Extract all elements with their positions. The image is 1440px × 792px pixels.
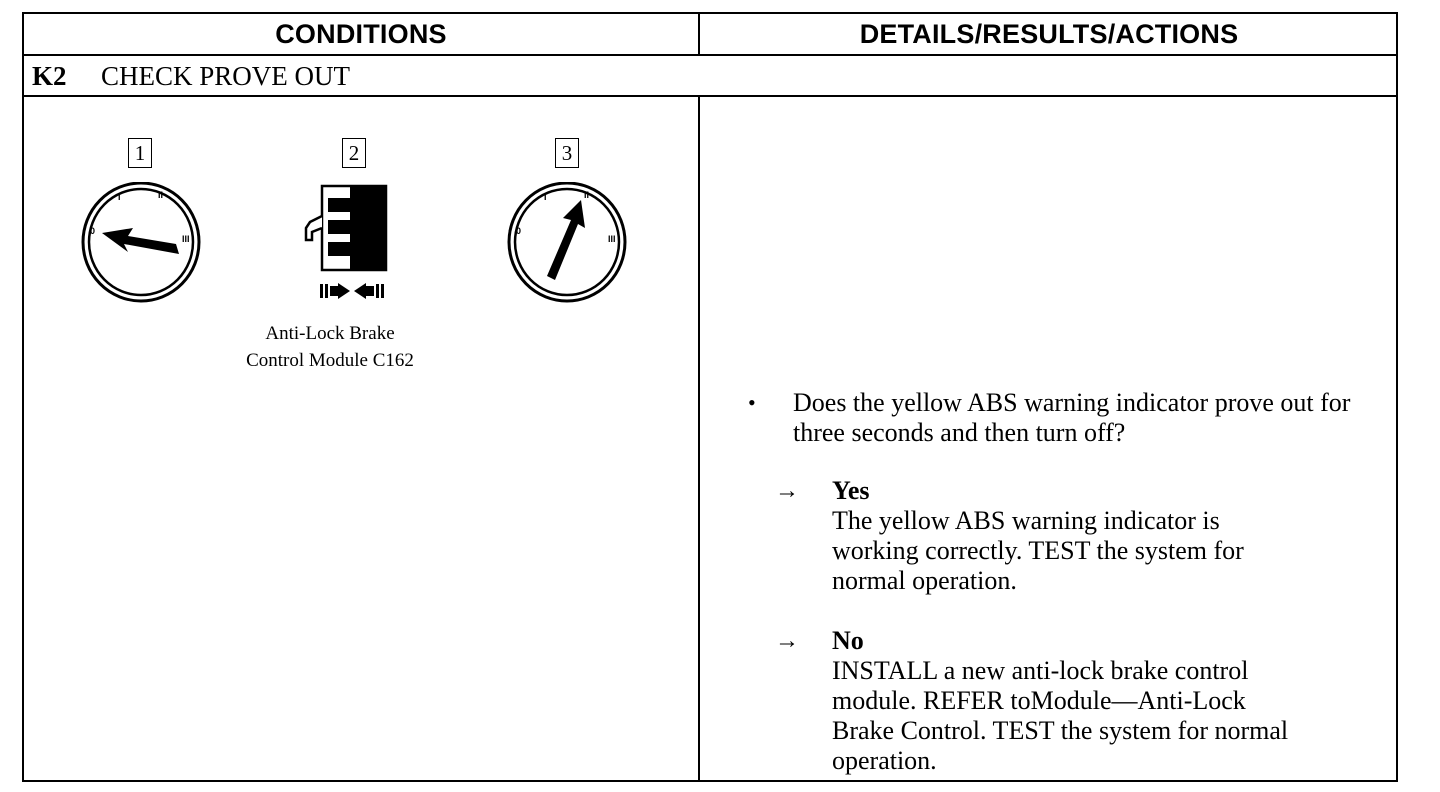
key-pointer-run: [547, 200, 585, 280]
caption-line-2: Control Module C162: [246, 350, 414, 371]
answer-yes-line-3: normal operation.: [832, 566, 1017, 595]
diagnostic-table: CONDITIONS DETAILS/RESULTS/ACTIONS K2 CH…: [22, 12, 1398, 782]
ignition-mark-0: 0: [516, 226, 521, 236]
figure-number-3: 3: [555, 138, 579, 168]
arrow-no-icon: →: [775, 628, 799, 654]
table-header-row: CONDITIONS DETAILS/RESULTS/ACTIONS: [24, 14, 1396, 56]
answer-yes-line-1: The yellow ABS warning indicator is: [832, 506, 1220, 535]
ignition-switch-run-icon: 0 I II III: [507, 182, 627, 303]
step-id: K2: [32, 61, 67, 91]
connector-connect-icon: [304, 184, 388, 299]
step-title: CHECK PROVE OUT: [101, 61, 351, 91]
answer-yes-line-2: working correctly. TEST the system for: [832, 536, 1244, 565]
arrow-yes-icon: →: [775, 478, 799, 504]
figure-caption: Anti-Lock Brake Control Module C162: [220, 320, 440, 374]
answer-no-label: No: [832, 626, 864, 655]
ignition-mark-2: II: [158, 190, 163, 200]
caption-line-1: Anti-Lock Brake: [265, 323, 395, 344]
ignition-mark-3: III: [608, 234, 616, 244]
conditions-header: CONDITIONS: [24, 14, 700, 54]
key-pointer-off: [102, 228, 179, 254]
ignition-mark-0: 0: [90, 226, 95, 236]
ignition-switch-off-icon: 0 I II III: [81, 182, 201, 303]
figure-number-2: 2: [342, 138, 366, 168]
answer-no: No INSTALL a new anti-lock brake control…: [832, 626, 1382, 776]
answer-yes: Yes The yellow ABS warning indicator is …: [832, 476, 1372, 596]
column-divider: [698, 97, 700, 782]
answer-yes-label: Yes: [832, 476, 870, 505]
bullet-glyph: •: [748, 390, 756, 415]
ignition-mark-2: II: [584, 190, 589, 200]
answer-no-line-2: module. REFER toModule—Anti-Lock: [832, 686, 1246, 715]
ignition-mark-1: I: [544, 192, 547, 202]
answer-no-line-1: INSTALL a new anti-lock brake control: [832, 656, 1249, 685]
step-row: K2 CHECK PROVE OUT: [24, 56, 1396, 97]
figure-number-1: 1: [128, 138, 152, 168]
answer-no-line-4: operation.: [832, 746, 937, 775]
question-text: Does the yellow ABS warning indicator pr…: [793, 388, 1351, 447]
answer-no-line-3: Brake Control. TEST the system for norma…: [832, 716, 1289, 745]
ignition-mark-3: III: [182, 234, 190, 244]
ignition-mark-1: I: [118, 192, 121, 202]
details-header: DETAILS/RESULTS/ACTIONS: [859, 18, 1239, 49]
